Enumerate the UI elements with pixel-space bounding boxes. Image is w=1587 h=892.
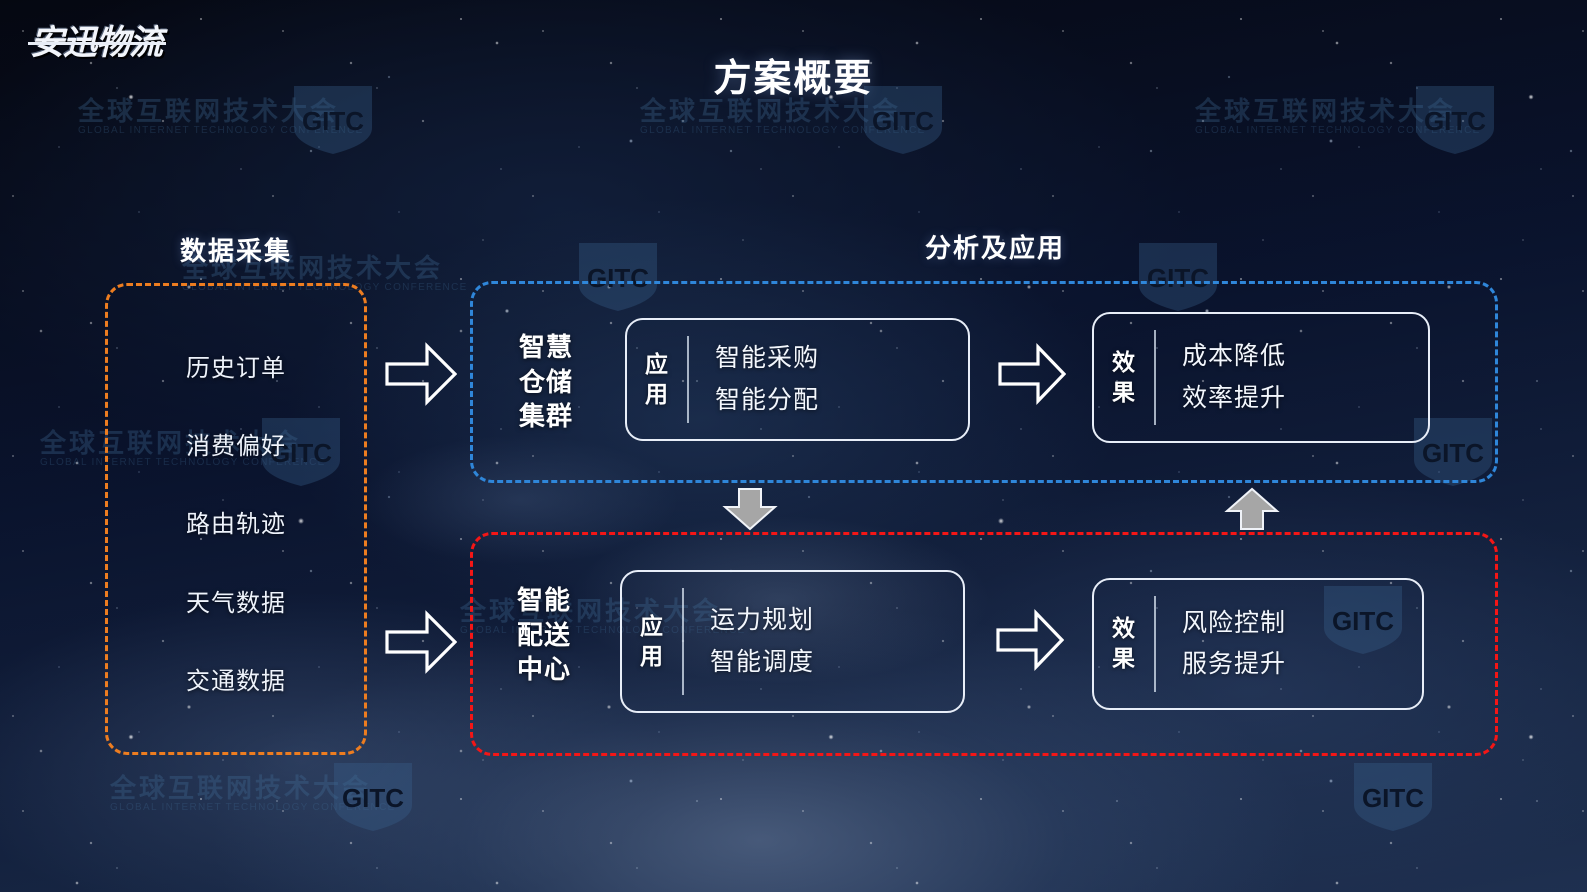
row-label-line: 智慧 xyxy=(518,332,573,362)
watermark-text: 全球互联网技术大会 GLOBAL INTERNET TECHNOLOGY CON… xyxy=(78,96,364,137)
row-label-line: 配送 xyxy=(516,619,571,650)
card-tag-effect: 效 果 xyxy=(1094,614,1154,674)
card-item: 效率提升 xyxy=(1182,383,1287,412)
list-item: 路由轨迹 xyxy=(186,511,286,538)
watermark-en-text: GLOBAL INTERNET TECHNOLOGY CONFERENCE xyxy=(78,125,364,137)
card-item: 智能调度 xyxy=(710,647,815,676)
card-tag-char: 应 xyxy=(640,612,664,639)
effect-card-top: 效 果 成本降低 效率提升 xyxy=(1092,312,1430,443)
row-label-line: 仓储 xyxy=(518,366,573,397)
card-item-list: 风险控制 服务提升 xyxy=(1156,608,1287,679)
card-divider xyxy=(687,336,689,423)
card-tag-application: 应 用 xyxy=(622,612,682,672)
arrow-right-outline-icon-feed-bottom xyxy=(385,608,457,676)
list-item: 消费偏好 xyxy=(186,433,286,460)
card-item-list: 智能采购 智能分配 xyxy=(689,344,820,414)
gitc-shield-icon: GITC xyxy=(1350,761,1436,833)
card-item: 智能采购 xyxy=(715,344,820,372)
watermark-text: 全球互联网技术大会 GLOBAL INTERNET TECHNOLOGY CON… xyxy=(1195,96,1481,137)
watermark-cn-text: 全球互联网技术大会 xyxy=(110,773,372,803)
card-item: 风险控制 xyxy=(1182,608,1287,637)
card-item: 成本降低 xyxy=(1182,342,1287,370)
watermark-cn-text: 全球互联网技术大会 xyxy=(78,96,340,126)
section-heading-analysis: 分析及应用 xyxy=(924,233,1065,263)
watermark-cn-text: 全球互联网技术大会 xyxy=(640,96,902,126)
application-card-top: 应 用 智能采购 智能分配 xyxy=(625,318,970,441)
card-divider xyxy=(1154,596,1156,692)
row-label-line: 集群 xyxy=(518,401,573,432)
logo-strike-decoration xyxy=(28,42,166,45)
effect-card-bottom: 效 果 风险控制 服务提升 xyxy=(1092,578,1424,710)
page-title: 方案概要 xyxy=(713,58,874,100)
svg-text:GITC: GITC xyxy=(342,783,404,813)
list-item: 历史订单 xyxy=(186,355,286,382)
watermark-en-text: GLOBAL INTERNET TECHNOLOGY CONFERENCE xyxy=(1195,125,1481,137)
card-tag-effect: 效 果 xyxy=(1094,348,1154,408)
card-item: 智能分配 xyxy=(715,385,820,414)
watermark-cn-text: 全球互联网技术大会 xyxy=(1195,96,1457,126)
row-label-line: 中心 xyxy=(516,654,571,685)
svg-text:GITC: GITC xyxy=(1424,106,1486,136)
arrow-up-solid-icon xyxy=(1224,487,1280,531)
arrow-right-outline-icon-feed-top xyxy=(385,340,457,408)
row-label-smart-warehouse: 智慧 仓储 集群 xyxy=(486,330,606,434)
card-item-list: 运力规划 智能调度 xyxy=(684,606,815,676)
section-heading-data-collection: 数据采集 xyxy=(179,236,292,266)
application-card-bottom: 应 用 运力规划 智能调度 xyxy=(620,570,965,713)
arrow-right-outline-icon-app-to-effect-bottom xyxy=(996,608,1064,672)
card-tag-char: 效 xyxy=(1112,348,1136,375)
list-item: 交通数据 xyxy=(186,668,286,695)
list-item: 天气数据 xyxy=(186,590,286,617)
card-item-list: 成本降低 效率提升 xyxy=(1156,342,1287,412)
card-tag-application: 应 用 xyxy=(627,350,687,410)
watermark-en-text: GLOBAL INTERNET TECHNOLOGY CONFERENCE xyxy=(110,802,396,814)
svg-text:GITC: GITC xyxy=(872,106,934,136)
row-label-line: 智能 xyxy=(516,585,571,615)
card-tag-char: 效 xyxy=(1112,615,1136,642)
card-item: 服务提升 xyxy=(1182,650,1287,678)
arrow-right-outline-icon-app-to-effect-top xyxy=(998,342,1066,406)
card-divider xyxy=(682,588,684,695)
gitc-shield-icon: GITC xyxy=(330,761,416,833)
card-tag-char: 果 xyxy=(1112,645,1136,671)
card-tag-char: 用 xyxy=(645,380,669,407)
card-tag-char: 用 xyxy=(640,642,664,669)
card-item: 运力规划 xyxy=(710,606,815,634)
arrow-down-solid-icon xyxy=(722,487,778,531)
data-collection-panel xyxy=(105,283,367,755)
smart-warehouse-panel xyxy=(470,281,1498,483)
smart-delivery-panel xyxy=(470,532,1498,756)
svg-text:GITC: GITC xyxy=(302,106,364,136)
watermark-text: 全球互联网技术大会 GLOBAL INTERNET TECHNOLOGY CON… xyxy=(640,96,926,137)
company-logo: 安迅物流 xyxy=(28,26,166,60)
watermark-en-text: GLOBAL INTERNET TECHNOLOGY CONFERENCE xyxy=(640,125,926,137)
card-tag-char: 应 xyxy=(645,350,669,377)
card-tag-char: 果 xyxy=(1112,378,1136,405)
row-label-smart-delivery: 智能 配送 中心 xyxy=(484,583,604,687)
card-divider xyxy=(1154,330,1156,425)
watermark-text: 全球互联网技术大会 GLOBAL INTERNET TECHNOLOGY CON… xyxy=(110,773,396,814)
svg-text:GITC: GITC xyxy=(1362,783,1424,813)
